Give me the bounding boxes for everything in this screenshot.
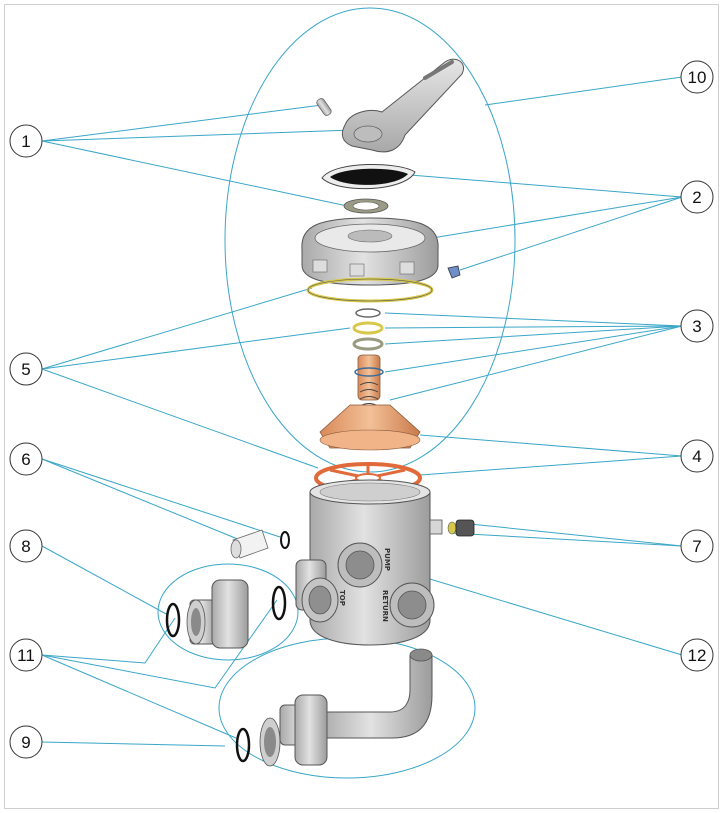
- svg-text:7: 7: [692, 537, 701, 556]
- callout-3: 3: [680, 309, 714, 343]
- upper-assembly-ellipse: [224, 7, 516, 473]
- svg-text:1: 1: [21, 132, 30, 151]
- svg-text:10: 10: [688, 68, 707, 87]
- black-gasket-part: [321, 163, 416, 190]
- svg-text:12: 12: [688, 646, 707, 665]
- elbow-pipe-part: [235, 648, 433, 767]
- handle-part: [341, 58, 464, 153]
- callout-8: 8: [9, 529, 43, 563]
- valve-cover-part: [301, 217, 439, 286]
- return-marking: RETURN: [381, 590, 389, 622]
- valve-body-part: [295, 479, 443, 646]
- callout-7: 7: [680, 529, 714, 563]
- callouts: 1 2 3 4 5 6 7 8: [9, 60, 714, 759]
- svg-text:6: 6: [21, 450, 30, 469]
- callout-6: 6: [9, 442, 43, 476]
- svg-text:5: 5: [21, 360, 30, 379]
- top-marking: TOP: [338, 590, 346, 606]
- svg-text:8: 8: [21, 537, 30, 556]
- callout-11: 11: [9, 638, 43, 672]
- gauge-fitting-part: [447, 519, 475, 537]
- callout-2: 2: [680, 180, 714, 214]
- screw-part: [447, 265, 461, 279]
- svg-text:9: 9: [21, 733, 30, 752]
- callout-1: 1: [9, 124, 43, 158]
- pin-part: [316, 98, 332, 116]
- callout-9: 9: [9, 725, 43, 759]
- callout-5: 5: [9, 352, 43, 386]
- rotor-stem-part: [319, 354, 421, 451]
- pump-marking: PUMP: [383, 548, 391, 571]
- callout-12: 12: [680, 638, 714, 672]
- elbow-ellipse: [218, 637, 476, 779]
- frame-border: [4, 4, 719, 809]
- group-ellipses: [157, 7, 516, 779]
- svg-text:11: 11: [17, 646, 35, 665]
- washer-part: [343, 198, 389, 214]
- stem-rings-part: [352, 308, 384, 351]
- leader-lines: [41, 76, 683, 747]
- callout-10: 10: [680, 60, 714, 94]
- svg-text:4: 4: [692, 447, 701, 466]
- svg-text:3: 3: [692, 317, 701, 336]
- drain-plug-part: [230, 529, 290, 559]
- svg-text:2: 2: [692, 188, 701, 207]
- callout-4: 4: [680, 439, 714, 473]
- union-part: [165, 579, 287, 649]
- union-ellipse: [157, 563, 299, 661]
